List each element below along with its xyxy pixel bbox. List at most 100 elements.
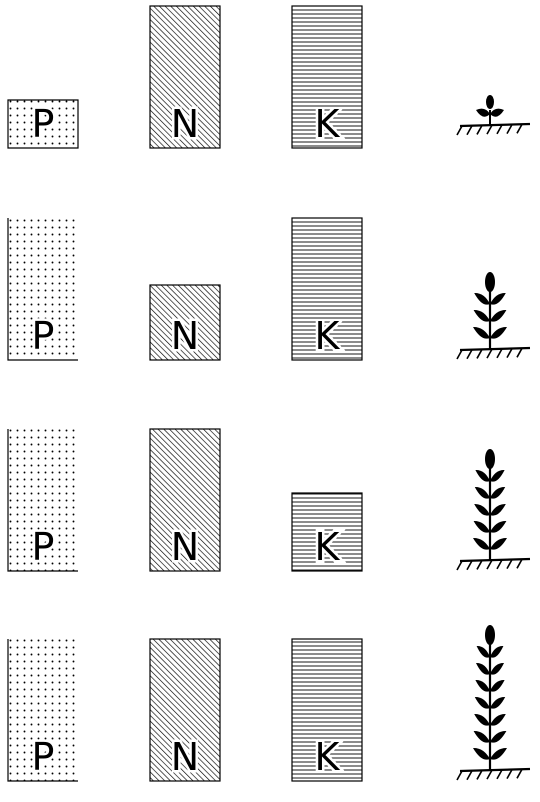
bar-p: P <box>8 100 78 148</box>
bar-n-label: N <box>171 735 199 779</box>
leaf <box>490 521 506 533</box>
bar-k-label: K <box>315 102 341 146</box>
bar-n-label: N <box>171 525 199 569</box>
bar-k: K <box>292 639 362 781</box>
leaf <box>474 731 490 743</box>
leaf <box>476 109 490 117</box>
ground-line <box>460 124 530 126</box>
ground-line <box>460 559 530 561</box>
bud <box>485 272 495 292</box>
plant-icon <box>457 95 530 135</box>
ground-hatch <box>467 561 472 570</box>
leaf <box>490 470 505 482</box>
ground-hatch <box>517 769 522 778</box>
ground-hatch <box>457 126 462 135</box>
leaf <box>490 504 506 516</box>
bar-p: P <box>8 429 78 571</box>
leaf <box>490 748 507 760</box>
bar-p-label: P <box>32 314 55 358</box>
bar-k-label: K <box>315 735 341 779</box>
leaf <box>490 731 506 743</box>
leaf <box>474 521 490 533</box>
leaf <box>474 293 490 305</box>
leaf <box>490 487 505 499</box>
leaf <box>490 310 506 322</box>
leaf <box>475 487 490 499</box>
bud <box>485 449 495 469</box>
ground-line <box>460 348 530 350</box>
ground-hatch <box>477 770 482 779</box>
ground-hatch <box>477 560 482 569</box>
ground-line <box>460 769 530 771</box>
plant-icon <box>457 449 530 570</box>
leaf <box>490 538 507 550</box>
ground-hatch <box>467 126 472 135</box>
bud <box>485 625 495 645</box>
leaf <box>474 310 490 322</box>
ground-hatch <box>497 125 502 134</box>
ground-hatch <box>467 350 472 359</box>
leaf <box>476 663 490 675</box>
ground-hatch <box>457 561 462 570</box>
leaf <box>490 714 506 726</box>
bar-n: N <box>150 429 220 571</box>
plant-icon <box>457 272 530 359</box>
plant-icon <box>457 625 530 780</box>
ground-hatch <box>487 560 492 569</box>
bar-n: N <box>150 639 220 781</box>
leaf <box>490 293 506 305</box>
ground-hatch <box>487 770 492 779</box>
leaf <box>490 697 505 709</box>
ground-hatch <box>507 560 512 569</box>
ground-hatch <box>497 770 502 779</box>
bar-p-label: P <box>32 102 55 146</box>
leaf <box>490 680 505 692</box>
bar-k-label: K <box>315 525 341 569</box>
bar-n: N <box>150 6 220 148</box>
leaf <box>490 646 503 658</box>
bar-p-label: P <box>32 525 55 569</box>
ground-hatch <box>477 125 482 134</box>
stage-row: PNK <box>8 429 530 571</box>
ground-hatch <box>457 350 462 359</box>
ground-hatch <box>497 349 502 358</box>
leaf <box>474 504 490 516</box>
bar-n: N <box>150 285 220 360</box>
leaf <box>490 663 504 675</box>
bar-p-label: P <box>32 735 55 779</box>
ground-hatch <box>457 771 462 780</box>
leaf <box>475 697 490 709</box>
leaf <box>477 646 490 658</box>
ground-hatch <box>507 125 512 134</box>
leaf <box>490 109 504 117</box>
bar-k: K <box>292 493 362 571</box>
leaf <box>473 748 490 760</box>
bar-n-label: N <box>171 314 199 358</box>
leaf <box>475 470 490 482</box>
ground-hatch <box>477 349 482 358</box>
bar-k-label: K <box>315 314 341 358</box>
bud <box>486 95 494 109</box>
bar-p: P <box>8 218 78 360</box>
leaf <box>473 327 490 339</box>
leaf <box>475 680 490 692</box>
leaf <box>473 538 490 550</box>
leaf <box>474 714 490 726</box>
bar-p: P <box>8 639 78 781</box>
ground-hatch <box>507 770 512 779</box>
ground-hatch <box>517 124 522 133</box>
bar-k: K <box>292 218 362 360</box>
ground-hatch <box>487 125 492 134</box>
bar-k: K <box>292 6 362 148</box>
ground-hatch <box>497 560 502 569</box>
ground-hatch <box>517 559 522 568</box>
ground-hatch <box>467 771 472 780</box>
ground-hatch <box>487 349 492 358</box>
bar-n-label: N <box>171 102 199 146</box>
ground-hatch <box>507 349 512 358</box>
